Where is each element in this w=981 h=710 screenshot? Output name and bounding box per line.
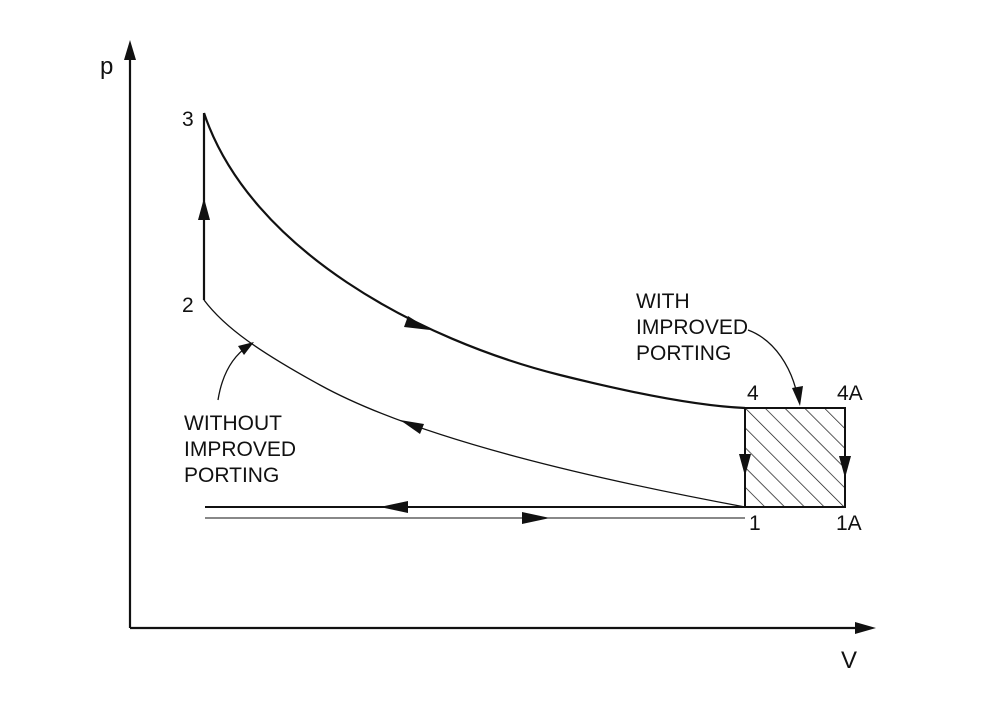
point-label-1: 1 bbox=[749, 512, 761, 535]
arrow-compression bbox=[400, 420, 424, 434]
arrow-intake-right bbox=[522, 512, 550, 524]
without-porting-line-3: PORTING bbox=[184, 464, 279, 487]
arrow-up-2-3 bbox=[198, 198, 210, 220]
with-porting-line-2: IMPROVED bbox=[636, 316, 748, 339]
point-label-4a: 4A bbox=[837, 382, 863, 405]
arrow-expansion bbox=[404, 316, 430, 330]
x-axis-label: V bbox=[841, 647, 857, 674]
with-porting-leader-head bbox=[792, 386, 803, 406]
point-label-1a: 1A bbox=[836, 512, 862, 535]
hatched-region bbox=[744, 407, 846, 508]
expansion-curve bbox=[202, 112, 746, 410]
point-label-2: 2 bbox=[182, 294, 194, 317]
compression-curve bbox=[203, 299, 746, 508]
with-porting-line-1: WITH bbox=[636, 290, 690, 313]
point-label-3: 3 bbox=[182, 108, 194, 131]
arrow-down-4a-1a bbox=[839, 456, 851, 478]
with-porting-line-3: PORTING bbox=[636, 342, 731, 365]
point-label-4: 4 bbox=[747, 382, 759, 405]
without-porting-line-1: WITHOUT bbox=[184, 412, 282, 435]
arrow-exhaust-left bbox=[380, 501, 408, 513]
arrow-down-4-1 bbox=[739, 454, 751, 476]
y-axis-label: p bbox=[100, 53, 113, 80]
without-porting-line-2: IMPROVED bbox=[184, 438, 296, 461]
y-axis-arrowhead bbox=[124, 40, 136, 60]
without-porting-leader-head bbox=[238, 342, 254, 355]
x-axis-arrowhead bbox=[855, 622, 876, 634]
